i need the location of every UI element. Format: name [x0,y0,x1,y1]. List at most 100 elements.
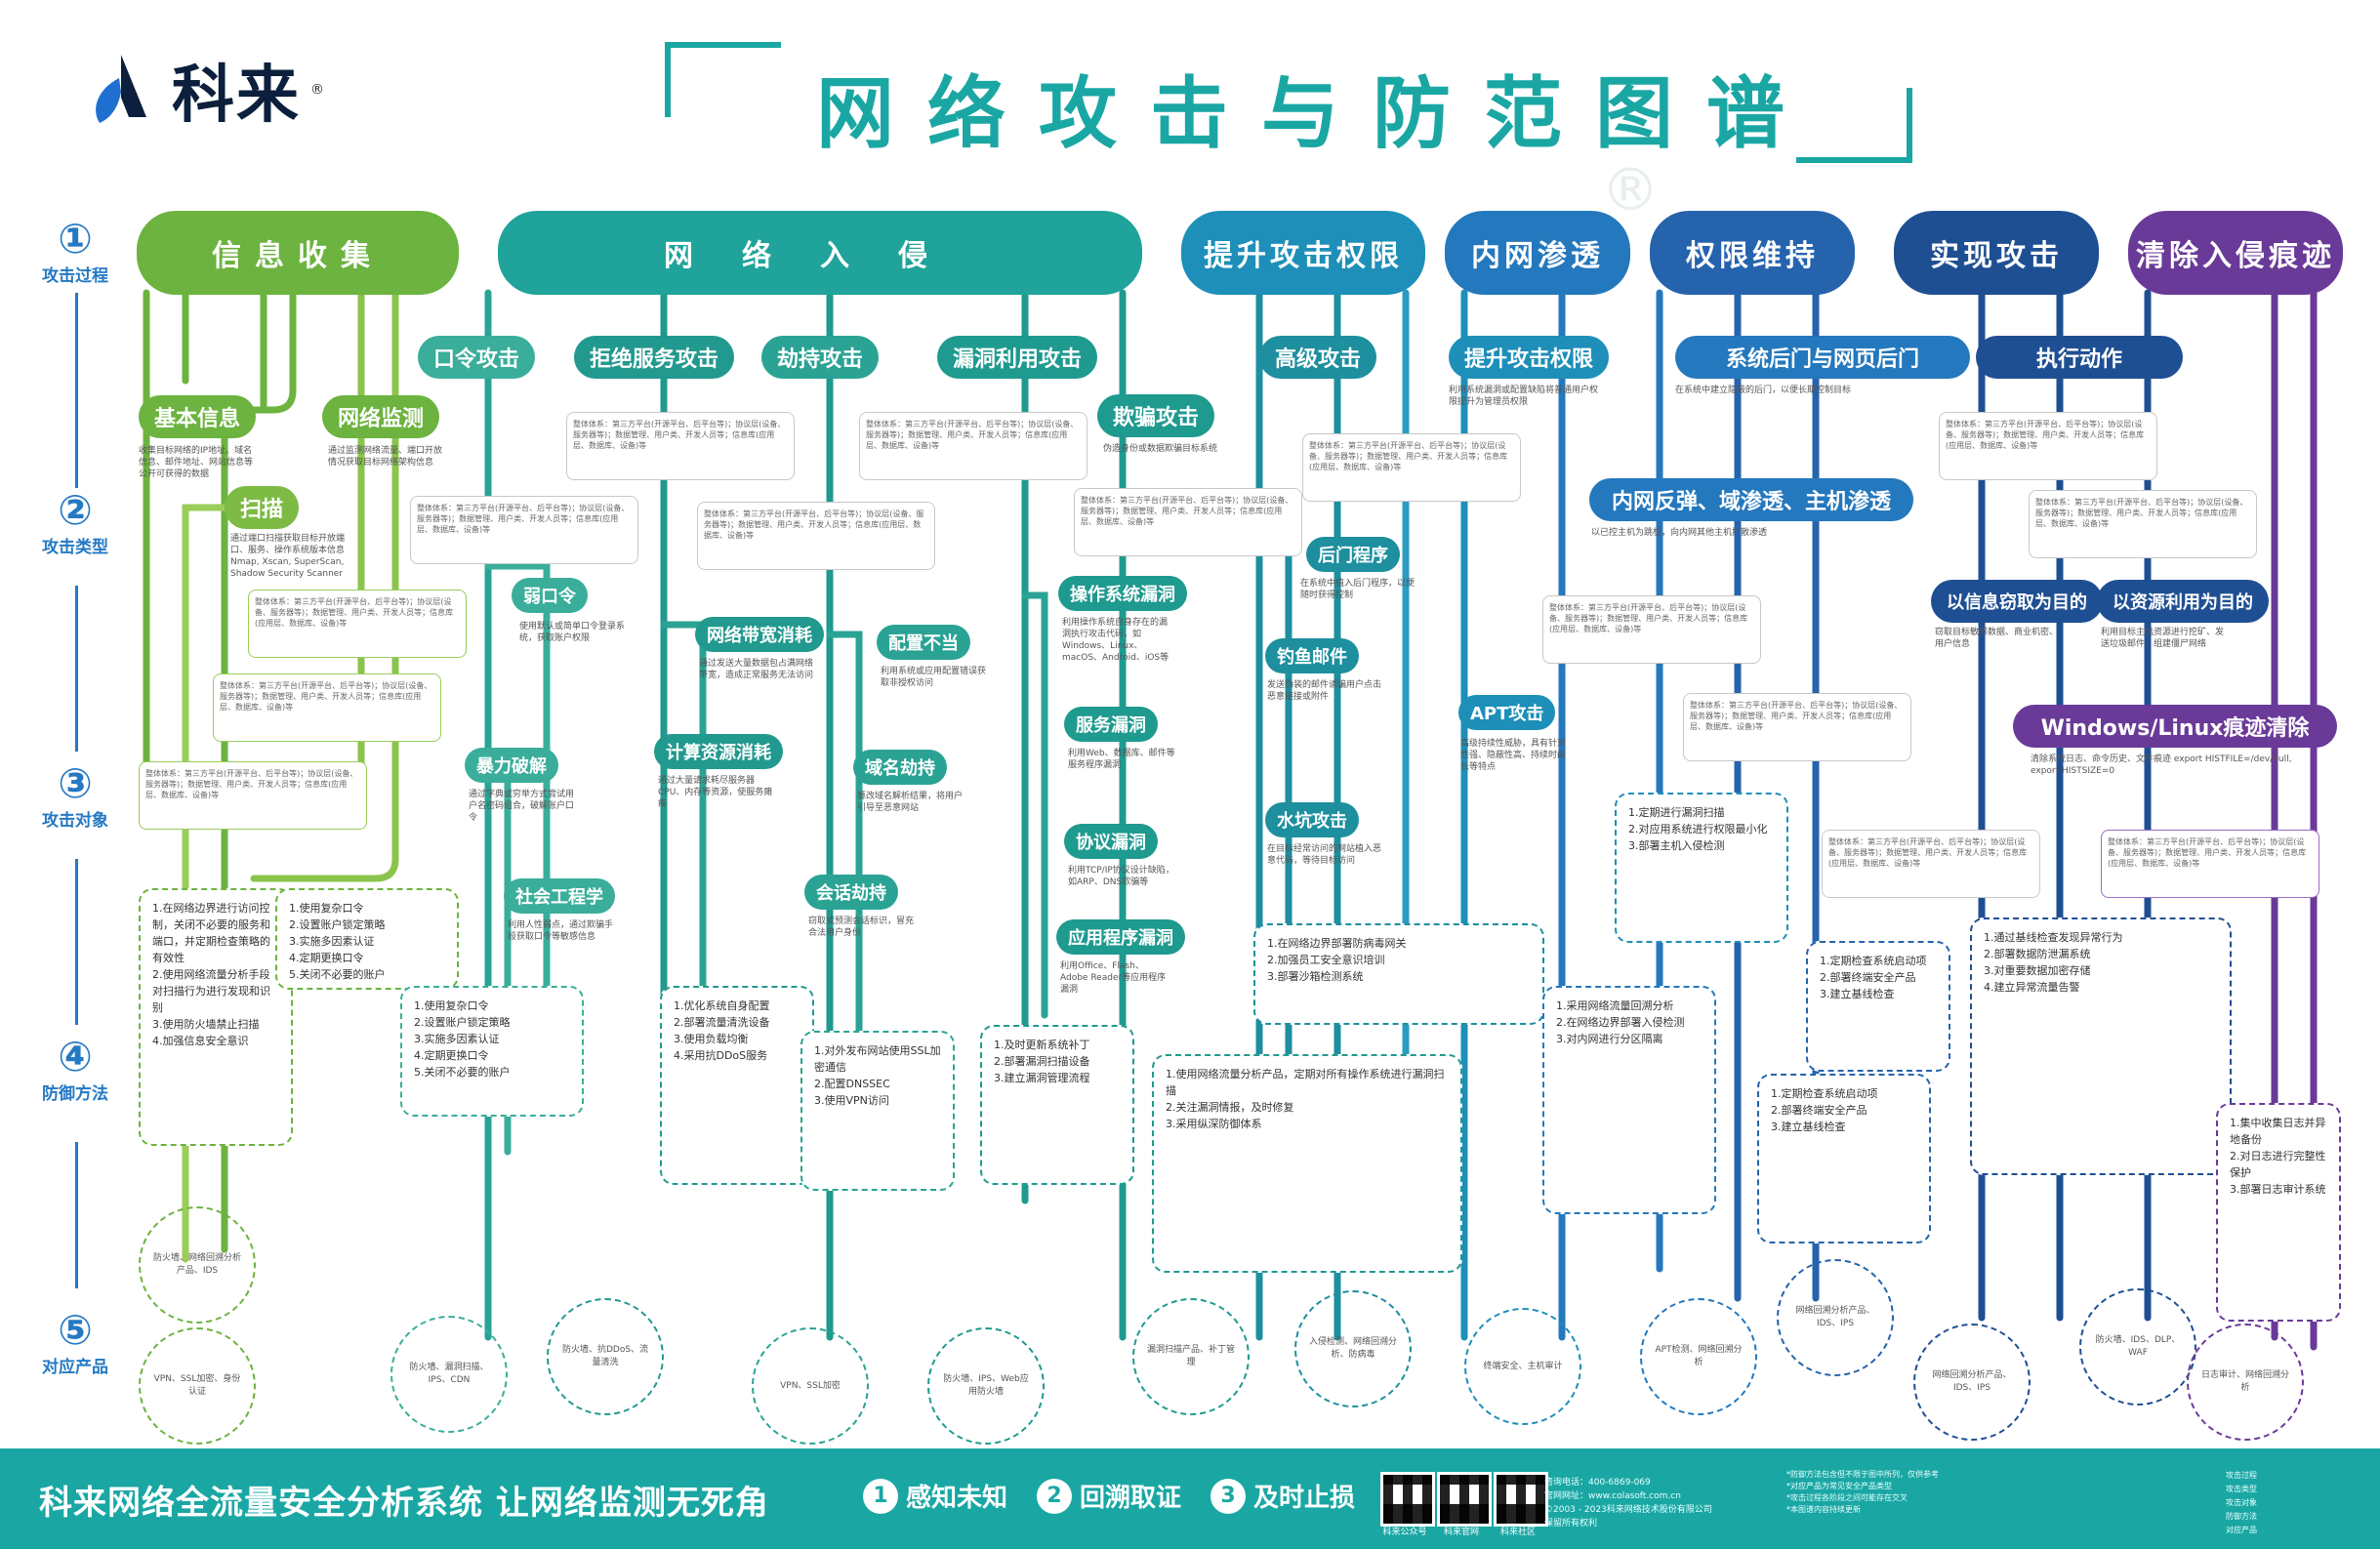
legend-item: 攻击过程 [2226,1471,2257,1480]
cat-basic-info: 基本信息 [139,395,257,438]
cat-escalate: 提升攻击权限 [1449,336,1610,379]
desc-weak-password: 使用默认或简单口令登录系统，获取账户权限 [519,622,626,643]
footer-notes: *防御方法包含但不限于图中所列，仅供参考 *对应产品为常见安全产品类型 *攻击过… [1786,1470,1939,1514]
target-card: 整体体系：第三方平台(开源平台、后平台等)；协议层(设备、服务器等)；数据管理、… [1074,488,1302,556]
feature-number: 2 [1037,1478,1072,1514]
cat-clean: Windows/Linux痕迹清除 [2013,705,2337,748]
defense-box: 1.在网络边界部署防病毒网关 2.加强员工安全意识培训 3.部署沙箱检测系统 [1253,923,1544,1025]
legend-item: 防御方法 [2226,1512,2257,1521]
product-circle: 日志审计、网络回溯分析 [2187,1324,2304,1441]
desc-session-hijack: 窃取或预测会话标识，冒充合法用户身份 [808,917,915,938]
desc-backdoor: 在系统中建立隐蔽的后门，以便长期控制目标 [1675,386,1852,395]
desc-phishing: 发送伪装的邮件诱骗用户点击恶意链接或附件 [1267,680,1382,702]
contact-info: 咨询电话：400-6869-069 官网网址：www.colasoft.com.… [1544,1478,1712,1529]
target-person-icon: ③ [58,759,93,807]
defense-box: 1.在网络边界进行访问控制，关闭不必要的服务和端口，并定期检查策略的有效性 2.… [139,888,293,1146]
stage-lateral-penetration: 内网渗透 [1445,211,1630,295]
sub-social-engineering: 社会工程学 [504,878,615,914]
shield-icon: ④ [58,1033,93,1080]
desc-brute-force: 通过字典或穷举方式尝试用户名密码组合，破解账户口令 [469,790,575,823]
cat-net-monitor: 网络监测 [322,395,440,438]
cat-hijack: 劫持攻击 [761,336,880,379]
legend-item: 攻击类型 [2226,1485,2257,1493]
defense-box: 1.采用网络流量回溯分析 2.在网络边界部署入侵检测 3.对内网进行分区隔离 [1542,986,1716,1214]
target-card: 整体体系：第三方平台(开源平台、后平台等)；协议层(设备、服务器等)；数据管理、… [2029,490,2257,558]
stage-clean-traces: 清除入侵痕迹 [2128,211,2343,295]
axis-line [75,859,78,1025]
axis-label: 攻击过程 [42,266,108,286]
logo-mark-icon [80,49,162,131]
target-card: 整体体系：第三方平台(开源平台、后平台等)；协议层(设备、服务器等)；数据管理、… [248,590,467,658]
defense-box: 1.使用复杂口令 2.设置账户锁定策略 3.实施多因素认证 4.定期更换口令 5… [275,888,459,990]
stage-persistence: 权限维持 [1650,211,1855,295]
target-card: 整体体系：第三方平台(开源平台、后平台等)；协议层(设备、服务器等)；数据管理、… [1822,830,2040,898]
feature-number: 1 [863,1478,898,1514]
stage-info-collection: 信息收集 [137,211,459,295]
defense-box: 1.集中收集日志并异地备份 2.对日志进行完整性保护 3.部署日志审计系统 [2216,1103,2341,1322]
cat-vuln: 漏洞利用攻击 [937,336,1098,379]
desc-net-monitor: 通过监测网络流量、端口开放情况获取目标网络架构信息 [328,446,443,468]
product-circle: 漏洞扫描产品、补丁管理 [1132,1298,1250,1415]
desc-lateral: 以已控主机为跳板，向内网其他主机扩散渗透 [1591,528,1768,538]
defense-box: 1.定期进行漏洞扫描 2.对应用系统进行权限最小化 3.部署主机入侵检测 [1615,793,1788,943]
defense-box: 1.定期检查系统启动项 2.部署终端安全产品 3.建立基线检查 [1806,941,1950,1072]
qr-caption: 科来社区 [1499,1528,1536,1537]
feature-label: 回溯取证 [1080,1484,1182,1513]
axis-label: 攻击类型 [42,538,108,557]
desc-service-vuln: 利用Web、数据库、邮件等服务程序漏洞 [1068,749,1175,770]
qr-code-icon[interactable] [1380,1472,1435,1527]
footer-bar [0,1448,2380,1549]
product-circle: VPN、SSL加密 [752,1327,869,1445]
sub-brute-force: 暴力破解 [465,748,558,783]
sub-dns-hijack: 域名劫持 [853,750,947,785]
qr-code-icon[interactable] [1494,1472,1548,1527]
logo-text: 科来 [172,60,301,132]
sub-backdoor-program: 后门程序 [1306,537,1400,572]
sub-app-vuln: 应用程序漏洞 [1056,919,1185,955]
sub-watering-hole: 水坑攻击 [1265,802,1359,837]
page-title: 网络攻击与防范图谱 [816,68,1818,159]
axis-label: 攻击对象 [42,811,108,831]
feature-item: 2 回溯取证 [1037,1478,1181,1514]
feature-label: 及时止损 [1253,1484,1356,1513]
cat-execute: 执行动作 [1976,336,2183,379]
target-card: 整体体系：第三方平台(开源平台、后平台等)；协议层(设备、服务器等)；数据管理、… [139,761,367,830]
sub-service-vuln: 服务漏洞 [1064,707,1158,742]
product-circle: 防火墙、漏洞扫描、IPS、CDN [390,1316,508,1433]
desc-basic-info: 收集目标网络的IP地址、域名信息、邮件地址、网站信息等公开可获得的数据 [139,446,254,479]
qr-code-icon[interactable] [1437,1472,1492,1527]
feature-item: 1 感知未知 [863,1478,1007,1514]
target-card: 整体体系：第三方平台(开源平台、后平台等)；协议层(设备、服务器等)；数据管理、… [213,673,441,742]
stage-privilege-escalation: 提升攻击权限 [1181,211,1425,295]
product-circle: APT检测、网络回溯分析 [1640,1298,1757,1415]
desc-scan: 通过端口扫描获取目标开放端口、服务、操作系统版本信息 Nmap, Xscan, … [230,534,346,579]
desc-apt: 高级持续性威胁，具有针对性强、隐蔽性高、持续时间长等特点 [1460,739,1567,772]
defense-box: 1.对外发布网站使用SSL加密通信 2.配置DNSSEC 3.使用VPN访问 [800,1031,955,1191]
desc-watering-hole: 在目标经常访问的网站植入恶意代码，等待目标访问 [1267,844,1382,866]
sub-weak-password: 弱口令 [512,578,588,613]
sub-compute: 计算资源消耗 [654,734,783,769]
watermark: ® [1601,156,1660,224]
product-circle: 网络回溯分析产品、IDS、IPS [1913,1324,2031,1441]
qr-caption: 科来公众号 [1382,1528,1427,1537]
feature-number: 3 [1211,1478,1246,1514]
target-card: 整体体系：第三方平台(开源平台、后平台等)；协议层(设备、服务器等)；数据管理、… [1683,693,1911,761]
desc-bandwidth: 通过发送大量数据包占满网络带宽，造成正常服务无法访问 [699,659,814,680]
axis-label: 对应产品 [42,1358,108,1377]
product-circle: VPN、SSL加密、身份认证 [139,1327,256,1445]
legend-item: 攻击对象 [2226,1498,2257,1507]
sub-phishing: 钓鱼邮件 [1265,638,1359,673]
defense-box: 1.使用复杂口令 2.设置账户锁定策略 3.实施多因素认证 4.定期更换口令 5… [400,986,584,1117]
target-card: 整体体系：第三方平台(开源平台、后平台等)；协议层(设备、服务器等)；数据管理、… [859,412,1087,480]
sub-misconfig: 配置不当 [877,625,970,660]
desc-os-vuln: 利用操作系统自身存在的漏洞执行攻击代码，如Windows、Linux、macOS… [1062,618,1169,663]
product-circle: 防火墙、IPS、Web应用防火墙 [927,1327,1045,1445]
axis-attack-process: ① 攻击过程 [21,217,129,287]
target-card: 整体体系：第三方平台(开源平台、后平台等)；协议层(设备、服务器等)；数据管理、… [697,502,935,570]
cat-password-attack: 口令攻击 [418,336,536,379]
qr-caption: 科来官网 [1443,1528,1479,1537]
desc-fraud: 伪造身份或数据欺骗目标系统 [1103,444,1218,454]
desc-compute: 通过大量请求耗尽服务器CPU、内存等资源，使服务瘫痪 [658,776,773,809]
product-circle: 防火墙、IDS、DLP、WAF [2079,1288,2196,1406]
axis-attack-target: ③ 攻击对象 [21,759,129,832]
